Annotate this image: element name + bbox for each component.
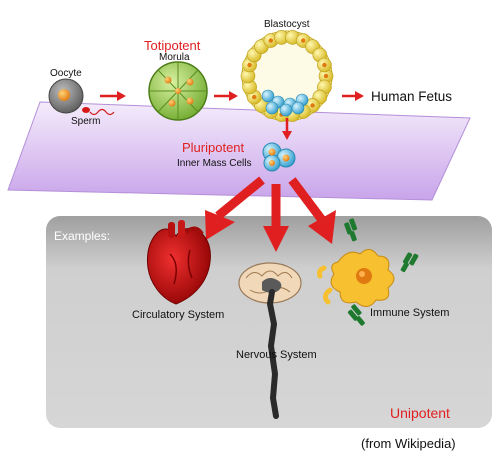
morula-label: Morula [159,52,190,63]
nervous-system-label: Nervous System [236,349,317,361]
heart-icon [147,220,211,305]
oocyte-label: Oocyte [50,68,82,79]
inner-mass-cells-label: Inner Mass Cells [177,158,251,169]
inner-mass-cells [262,142,296,172]
inner-cell [261,89,275,103]
pluripotent-label: Pluripotent [182,140,245,155]
arrow-to-immune [288,177,336,244]
cell-nucleus [268,38,273,43]
cell-nucleus [247,62,252,68]
arrow-to-nervous [263,184,289,252]
arrow-oocyte-to-morula [100,91,126,101]
blastocyst-cell [240,30,334,122]
immune-cell-icon [317,249,395,307]
examples-panel [46,216,492,428]
brain-icon [238,262,302,419]
oocyte-cell [48,78,84,114]
arrow-blastocyst-to-inner-mass [282,118,292,140]
inner-cell [265,101,279,115]
cell-nucleus [301,38,306,43]
inner-cell [291,101,305,115]
wikipedia-credit: (from Wikipedia) [361,436,456,451]
immune-system-label: Immune System [370,307,449,319]
cell-nucleus [310,103,315,108]
circulatory-system-label: Circulatory System [132,309,224,321]
inner-cell [279,103,293,117]
sperm-label: Sperm [71,116,100,127]
examples-heading: Examples: [54,229,110,243]
totipotent-label: Totipotent [144,38,201,53]
blastocyst-label: Blastocyst [264,19,310,30]
arrow-blastocyst-to-fetus [342,91,364,101]
pluripotent-plane [7,101,471,201]
cell-nucleus [251,94,257,100]
antibody-icons [344,218,419,326]
human-fetus-label: Human Fetus [371,89,452,104]
morula-cell [148,61,208,121]
cell-nucleus [323,73,329,79]
arrow-to-circulatory [205,176,265,240]
cell-nucleus [322,62,327,68]
unipotent-label: Unipotent [390,405,450,421]
arrow-morula-to-blastocyst [214,91,238,101]
sperm-icon [82,107,115,116]
